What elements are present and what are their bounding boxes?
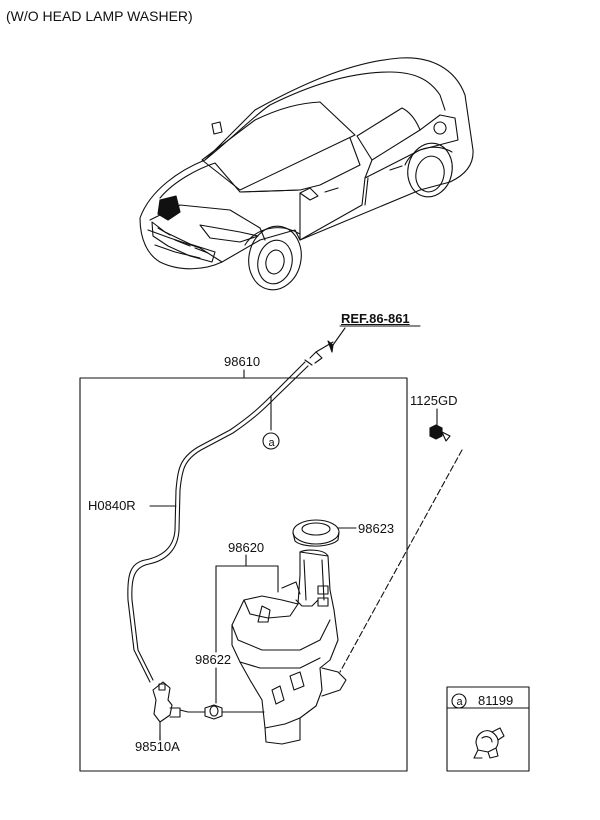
leader-lines	[159, 527, 357, 741]
washer-hose[interactable]	[127, 361, 309, 683]
part-label-98610[interactable]: 98610	[224, 354, 261, 369]
car-illustration	[139, 57, 474, 291]
part-label-98623[interactable]: 98623	[358, 521, 395, 536]
part-label-h0840r[interactable]: H0840R	[88, 498, 136, 513]
callout-a-legend: a	[456, 696, 463, 708]
filler-cap[interactable]	[292, 519, 340, 547]
part-label-98510a[interactable]: 98510A	[135, 739, 180, 754]
clip[interactable]	[473, 727, 505, 759]
callout-a-circle	[262, 432, 280, 450]
callout-a-hose: a	[268, 437, 275, 449]
part-label-98622[interactable]: 98622	[195, 652, 232, 667]
legend-box	[446, 686, 530, 772]
bolt-dashed-line	[339, 449, 463, 673]
ref-label[interactable]: REF.86-861	[341, 311, 410, 326]
grommet[interactable]	[187, 704, 265, 720]
bolt[interactable]	[429, 408, 451, 442]
part-label-81199[interactable]: 81199	[478, 693, 514, 708]
part-label-98620[interactable]: 98620	[228, 540, 265, 555]
diagram-title: (W/O HEAD LAMP WASHER)	[6, 8, 193, 24]
washer-pump[interactable]	[152, 681, 189, 741]
reservoir-tank[interactable]	[231, 549, 347, 745]
callout-a-legend-circle	[451, 693, 467, 709]
part-label-1125gd[interactable]: 1125GD	[410, 393, 458, 408]
ref-connector	[304, 325, 421, 366]
